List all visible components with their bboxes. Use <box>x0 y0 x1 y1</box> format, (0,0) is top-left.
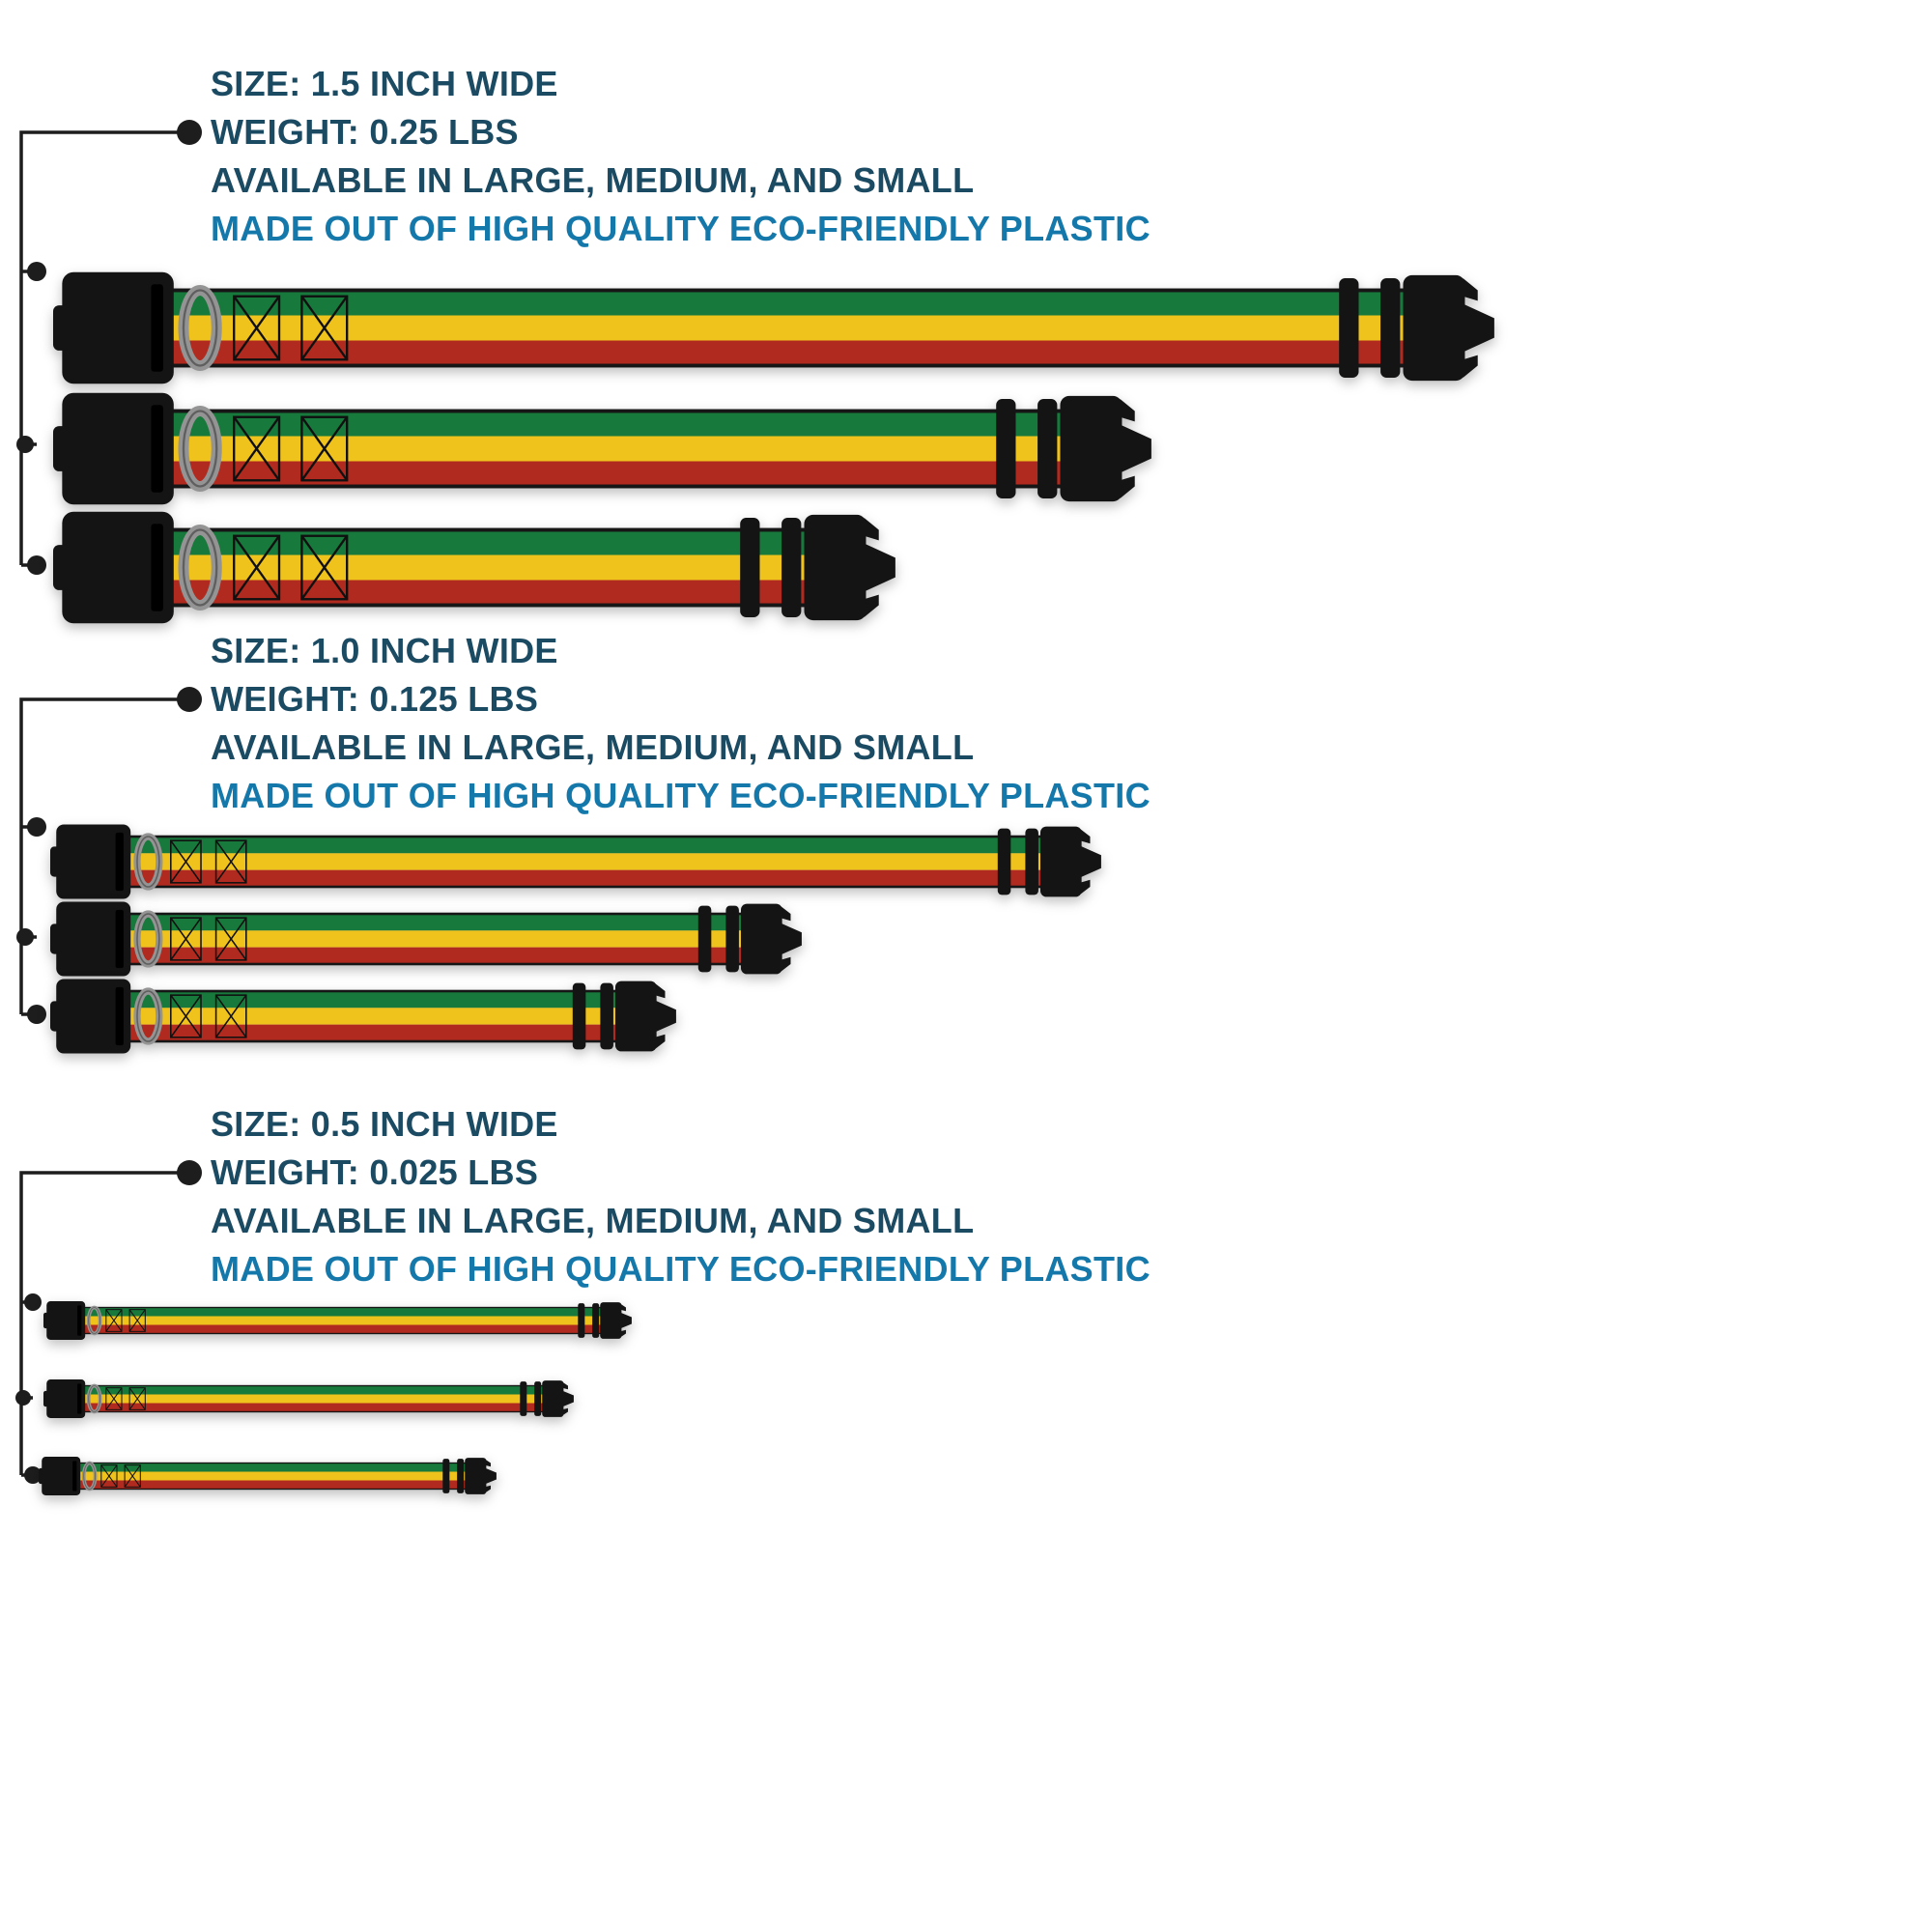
collar-dot <box>16 928 34 946</box>
size-text: SIZE: 1.5 INCH WIDE <box>211 64 558 103</box>
availability-text: AVAILABLE IN LARGE, MEDIUM, AND SMALL <box>211 160 975 200</box>
collar-1-0in-small <box>50 974 678 1059</box>
weight-text: WEIGHT: 0.125 LBS <box>211 679 539 719</box>
collar-graphic <box>53 271 1494 384</box>
availability-text: AVAILABLE IN LARGE, MEDIUM, AND SMALL <box>211 1201 975 1240</box>
availability-text: AVAILABLE IN LARGE, MEDIUM, AND SMALL <box>211 727 975 767</box>
collar-dot <box>24 1293 42 1311</box>
collar-graphic <box>43 1301 632 1340</box>
collar-0-5in-large <box>43 1298 633 1343</box>
collar-1-0in-large <box>50 819 1103 904</box>
collar-graphic <box>50 979 676 1054</box>
spec-block-1-0in: SIZE: 1.0 INCH WIDE WEIGHT: 0.125 LBS AV… <box>211 627 1151 820</box>
collar-0-5in-medium <box>43 1377 575 1421</box>
collar-0-5in-small <box>39 1454 497 1498</box>
collar-graphic <box>50 824 1101 899</box>
collar-graphic <box>53 511 895 624</box>
size-text: SIZE: 0.5 INCH WIDE <box>211 1104 558 1144</box>
collar-dot <box>27 1005 46 1024</box>
spec-block-0-5in: SIZE: 0.5 INCH WIDE WEIGHT: 0.025 LBS AV… <box>211 1100 1151 1293</box>
size-text: SIZE: 1.0 INCH WIDE <box>211 631 558 670</box>
collar-dot <box>27 817 46 837</box>
collar-graphic <box>43 1379 574 1418</box>
collar-dot <box>27 262 46 281</box>
material-text: MADE OUT OF HIGH QUALITY ECO-FRIENDLY PL… <box>211 1249 1151 1289</box>
bullet-dot <box>177 120 202 145</box>
collar-1-5in-small <box>53 503 898 632</box>
collar-dot <box>15 1390 31 1406</box>
collar-graphic <box>50 901 802 977</box>
bullet-dot <box>177 687 202 712</box>
bullet-dot <box>177 1160 202 1185</box>
collar-1-5in-large <box>53 264 1497 392</box>
collar-dot <box>16 436 34 453</box>
collar-1-5in-medium <box>53 384 1154 513</box>
collar-graphic <box>39 1457 497 1495</box>
material-text: MADE OUT OF HIGH QUALITY ECO-FRIENDLY PL… <box>211 209 1151 248</box>
collar-1-0in-medium <box>50 896 804 981</box>
spec-block-1-5in: SIZE: 1.5 INCH WIDE WEIGHT: 0.25 LBS AVA… <box>211 60 1151 253</box>
collar-graphic <box>53 392 1151 505</box>
material-text: MADE OUT OF HIGH QUALITY ECO-FRIENDLY PL… <box>211 776 1151 815</box>
weight-text: WEIGHT: 0.025 LBS <box>211 1152 539 1192</box>
collar-dot <box>27 555 46 575</box>
weight-text: WEIGHT: 0.25 LBS <box>211 112 519 152</box>
